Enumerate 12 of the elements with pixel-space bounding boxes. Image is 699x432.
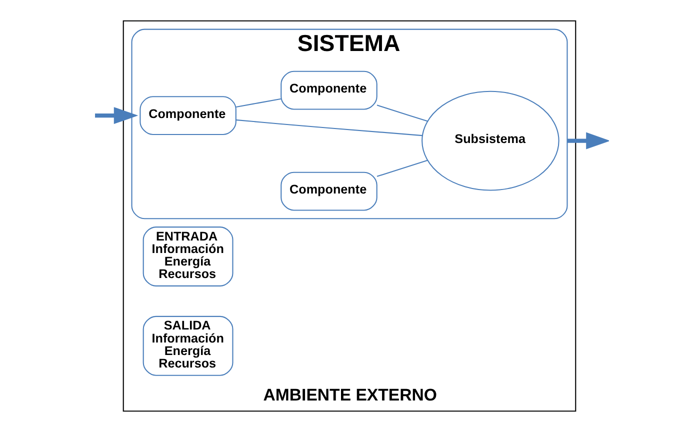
connector bbox=[236, 119, 422, 136]
node-box: Componente bbox=[140, 96, 236, 136]
node-box: SALIDA Información Energía Recursos bbox=[142, 316, 234, 376]
connector bbox=[376, 160, 428, 177]
arrow bbox=[95, 107, 138, 124]
node-box: Componente bbox=[280, 70, 378, 110]
arrow bbox=[567, 132, 609, 150]
node-ellipse: Subsistema bbox=[422, 90, 560, 191]
node-box: Componente bbox=[280, 172, 378, 211]
connector bbox=[236, 98, 282, 108]
node-box: ENTRADA Información Energía Recursos bbox=[142, 226, 234, 286]
connector bbox=[376, 104, 428, 122]
